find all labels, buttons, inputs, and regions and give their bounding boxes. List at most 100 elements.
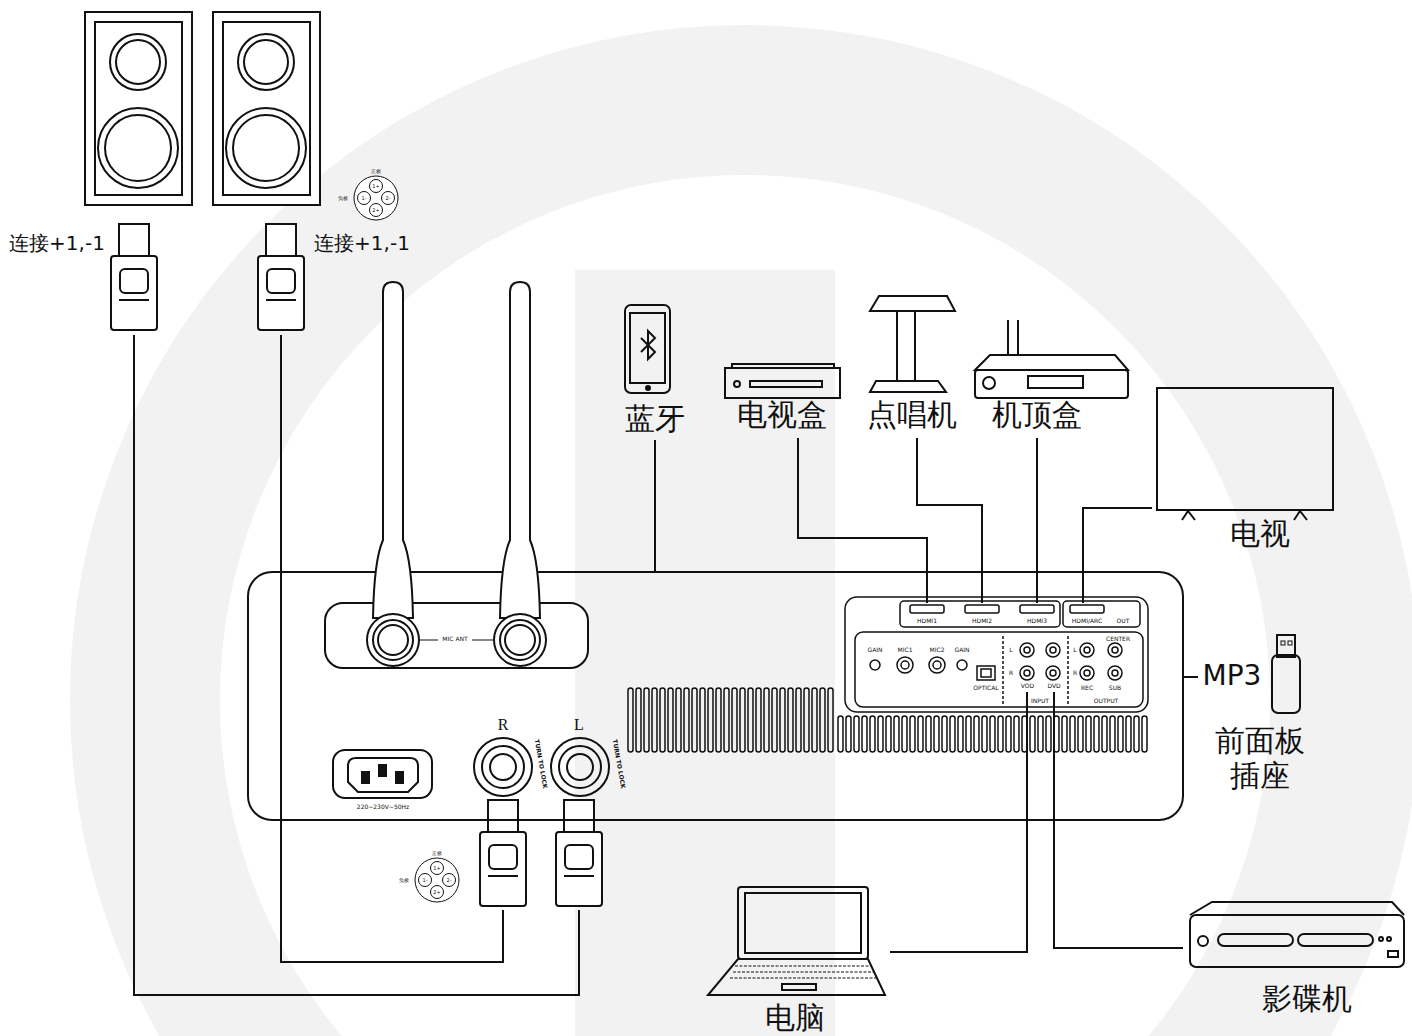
jack-panel <box>870 660 880 670</box>
laptop-icon <box>738 887 868 959</box>
jack-panel <box>1002 636 1004 705</box>
set-top-box-icon <box>1007 320 1009 355</box>
pin-label: 2+ <box>433 890 440 895</box>
speakon-socket <box>474 738 532 796</box>
vent-slots <box>708 688 713 752</box>
mic-antenna-panel: MIC ANT <box>325 603 588 668</box>
rca-jack <box>1108 643 1122 657</box>
pin-label: 正极 <box>371 169 381 174</box>
vent-slots <box>886 716 891 752</box>
vent-slots <box>1134 716 1139 752</box>
vent-slots <box>1078 716 1083 752</box>
vent-slots <box>934 716 939 752</box>
disc-player-icon <box>1387 937 1391 941</box>
tv-box-icon <box>734 381 740 387</box>
node-label: 影碟机 <box>1262 982 1352 1017</box>
vent-slots <box>1110 716 1115 752</box>
panel-label: CENTER <box>1106 636 1130 642</box>
usb-stick-icon <box>1272 635 1300 713</box>
node-label: HDMI/ARC <box>1072 618 1102 625</box>
watermark <box>145 100 1345 1036</box>
usb-stick-icon <box>1272 655 1300 713</box>
vent-slots <box>950 716 955 752</box>
speakon-plug <box>564 875 594 877</box>
vent-slots <box>902 716 907 752</box>
jack-panel <box>1020 605 1054 613</box>
speakon-socket <box>559 746 601 788</box>
speaker <box>110 34 166 90</box>
jukebox-icon <box>897 311 915 381</box>
node-label: 机顶盒 <box>992 398 1082 433</box>
vent-slots <box>660 688 665 752</box>
jukebox-icon <box>870 296 955 311</box>
laptop-icon <box>782 984 816 990</box>
rca-jack <box>1050 647 1056 653</box>
speakon-plug <box>480 832 526 906</box>
phone-icon <box>641 331 655 359</box>
vent-slots <box>998 716 1003 752</box>
disc-player-icon <box>1190 915 1404 967</box>
jack-panel <box>855 632 1143 707</box>
set-top-box-icon <box>975 355 1128 370</box>
hdmi-port: HDMI3 <box>1015 603 1060 627</box>
set-top-box-icon <box>1017 320 1019 355</box>
node-label: 电视盒 <box>737 398 827 433</box>
speakon-plug <box>565 845 593 869</box>
speaker <box>98 108 178 188</box>
node-label: HDMI2 <box>972 618 992 625</box>
pin-label: 2- <box>386 196 391 201</box>
rca-jack <box>1046 643 1060 657</box>
disc-player-icon <box>1198 936 1208 946</box>
node-label: 连接+1,-1 <box>314 232 410 255</box>
jack-panel <box>933 661 941 669</box>
speakon-plug <box>266 299 296 301</box>
speakon-plug <box>258 256 304 330</box>
lock-note: TURN TO LOCK <box>534 739 549 789</box>
vent-slots <box>748 688 753 752</box>
node-label: HDMI3 <box>1027 618 1047 625</box>
pin-label: 1+ <box>372 184 379 189</box>
rca-jack <box>1020 643 1034 657</box>
set-top-box: 机顶盒 <box>970 312 1132 438</box>
vent-slots <box>1142 716 1147 752</box>
node-label: L <box>574 716 584 734</box>
node-label: OUT <box>1117 618 1130 625</box>
vent-slots <box>652 688 657 752</box>
watermark <box>575 270 835 1036</box>
speaker <box>213 12 320 205</box>
vent-slots <box>1126 716 1131 752</box>
vent-slots <box>716 688 721 752</box>
rca-jack <box>1108 666 1122 680</box>
vent-slots <box>684 688 689 752</box>
panel-label: R <box>1009 670 1013 676</box>
phone-icon <box>625 305 670 393</box>
vent-slots <box>732 688 737 752</box>
speakon-socket <box>551 738 609 796</box>
rca-input: DVD <box>1042 640 1066 692</box>
rca-input: VOD <box>1016 640 1039 692</box>
node-label: HDMI1 <box>917 618 937 625</box>
cable <box>917 438 982 603</box>
jack-panel <box>977 666 995 680</box>
jack-panel <box>900 601 1060 627</box>
tv-icon <box>1157 388 1333 510</box>
speakon-plug <box>488 800 518 832</box>
usb-port: MP3前面板 插座 <box>1200 630 1312 795</box>
vent-slots <box>764 688 769 752</box>
vent-slots <box>812 688 817 752</box>
pin-label: 负极 <box>338 196 348 201</box>
laptop-icon <box>730 966 878 978</box>
speakon-plug <box>489 845 517 869</box>
pin-icon <box>443 874 456 887</box>
pin-icon <box>431 886 444 899</box>
vent-slots <box>1014 716 1019 752</box>
vent-slots <box>796 688 801 752</box>
mic-antenna-panel <box>500 620 540 660</box>
jack-panel <box>901 661 909 669</box>
speakon-plug <box>564 800 594 832</box>
rca-jack <box>1024 670 1030 676</box>
node-label: 电脑 <box>765 1001 825 1036</box>
rca-jack <box>1050 670 1056 676</box>
